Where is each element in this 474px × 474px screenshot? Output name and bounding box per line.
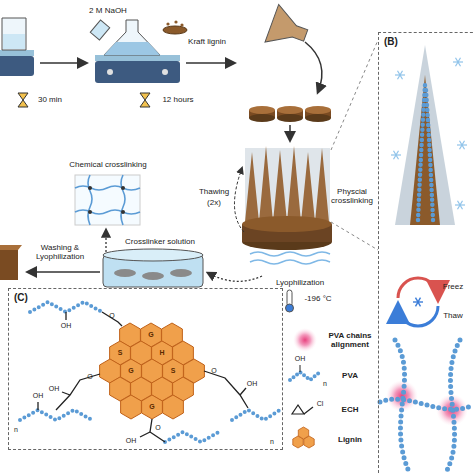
- zoom-leader: [331, 222, 378, 250]
- process-arrow: [305, 42, 322, 92]
- freeze-arrow: [398, 278, 438, 298]
- unit-label: G: [126, 367, 136, 375]
- repeat-label: n: [267, 438, 277, 446]
- freeze-mold: [242, 146, 332, 250]
- unit-label: S: [168, 367, 178, 375]
- temperature-label: -196 °C: [298, 294, 338, 303]
- atom-label: O: [153, 424, 163, 432]
- step-label: Thawing: [194, 187, 234, 196]
- pouring-flask: [265, 4, 313, 54]
- time-label: 12 hours: [153, 95, 203, 104]
- unit-label: H: [157, 349, 167, 357]
- hourglass-icon: [140, 93, 150, 107]
- panel-label: (B): [384, 36, 398, 47]
- unit-label: G: [147, 403, 157, 411]
- stirrer-flask: [90, 20, 187, 83]
- process-arrow: [40, 62, 86, 64]
- crosslinker-bath: [103, 249, 203, 287]
- group-label: OH: [45, 385, 63, 393]
- lignin-structure: [100, 323, 205, 419]
- step-label: (2x): [199, 198, 229, 207]
- process-arrow: [289, 125, 291, 140]
- repeat-label: n: [320, 380, 330, 388]
- group-label: OH: [291, 355, 309, 363]
- legend-text: ECH: [322, 405, 378, 414]
- atom-label: O: [107, 312, 117, 320]
- group-label: OH: [122, 437, 140, 445]
- thaw-arrow: [398, 306, 438, 326]
- process-arrow: [28, 271, 100, 273]
- legend-swatch: [293, 328, 317, 352]
- thermometer-icon: [286, 290, 294, 312]
- legend-swatch: [293, 427, 314, 448]
- unit-label: G: [146, 331, 156, 339]
- snowflakes: [391, 58, 467, 210]
- step-label: 2 M NaOH: [83, 6, 133, 15]
- process-arrow: [105, 230, 106, 252]
- lyophilization-arrow: [208, 273, 262, 281]
- legend-swatch: [292, 405, 313, 414]
- process-arrow: [186, 62, 234, 64]
- legend-swatch: [290, 365, 320, 380]
- snowflake-icon: [413, 298, 423, 307]
- pva-chains: [20, 302, 280, 442]
- aerogel-scaffold: [0, 245, 22, 280]
- legend-text: Lignin: [322, 435, 378, 444]
- step-label: Crosslinker solution: [112, 237, 208, 246]
- step-label: Physcial crosslinking: [329, 187, 375, 205]
- panel-box: (B): [378, 32, 474, 474]
- panel-label: (C): [14, 292, 28, 303]
- atom-label: O: [85, 373, 95, 381]
- hourglass-icon: [18, 93, 28, 107]
- ice-crystal: [395, 45, 455, 225]
- step-label: Lyophilization: [270, 278, 330, 287]
- cycle-label: Thaw: [437, 311, 469, 320]
- aligned-pva-chains: [380, 340, 474, 474]
- cycle-label: Freez: [437, 282, 469, 291]
- group-label: OH: [29, 392, 47, 400]
- thaw-arrow: [234, 168, 244, 232]
- ech-linkers: [38, 312, 248, 442]
- crosslinked-network: [75, 175, 140, 225]
- group-label: OH: [243, 380, 261, 388]
- panel-box: (C): [8, 288, 283, 450]
- time-label: 30 min: [30, 95, 70, 104]
- petri-dishes: [249, 106, 331, 122]
- legend-text: PVA: [322, 371, 378, 380]
- atom-label: O: [209, 367, 219, 375]
- step-label: Washing & Lyophilization: [29, 243, 91, 261]
- repeat-label: n: [11, 426, 21, 434]
- atom-label: Cl: [313, 400, 327, 408]
- step-label: Kraft lignin: [181, 37, 233, 46]
- step-label: Chemical crosslinking: [58, 160, 158, 169]
- legend-text: PVA chains alignment: [322, 331, 378, 349]
- zoom-leader: [331, 40, 378, 150]
- stirrer-beaker: [0, 18, 34, 76]
- unit-label: S: [115, 349, 125, 357]
- group-label: OH: [57, 322, 75, 330]
- liquid-nitrogen: [250, 252, 330, 264]
